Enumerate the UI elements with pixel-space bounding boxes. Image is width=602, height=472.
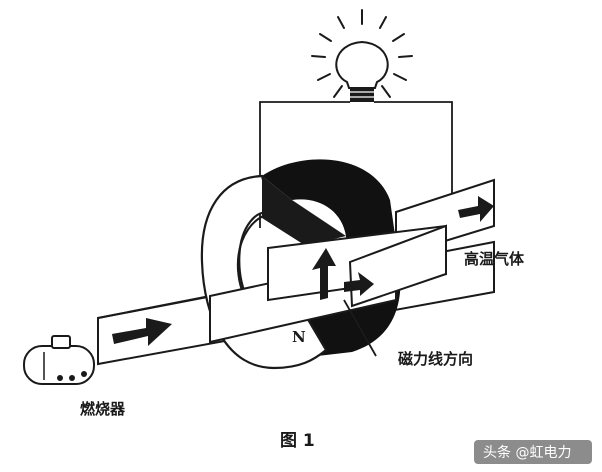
light-bulb-icon: [311, 9, 413, 102]
magnet-back-body: [262, 159, 401, 358]
field-arrow-right: [344, 272, 374, 296]
watermark: 头条 @虹电力: [474, 440, 592, 464]
gas-flow-arrow-left: [112, 318, 172, 346]
bulb-rays: [311, 9, 413, 98]
bulb-glass: [335, 40, 389, 89]
field-direction-leader: [343, 299, 377, 357]
magnet-pole-upper: [262, 176, 346, 246]
high-temp-gas-label: 高温气体: [464, 250, 525, 268]
watermark-text: 头条 @虹电力: [483, 444, 571, 461]
pole-label-n: N: [292, 328, 306, 346]
gas-flow-arrow-right: [458, 196, 494, 222]
field-direction-label: 磁力线方向: [398, 350, 473, 368]
figure-caption: 图 1: [280, 431, 315, 451]
pole-label-s: S: [298, 218, 309, 236]
bulb-base: [350, 88, 374, 102]
burner-label: 燃烧器: [80, 400, 126, 418]
burner-icon: [23, 335, 95, 385]
channel-front-slab: [209, 224, 447, 344]
current-arrow-up: [312, 248, 336, 300]
